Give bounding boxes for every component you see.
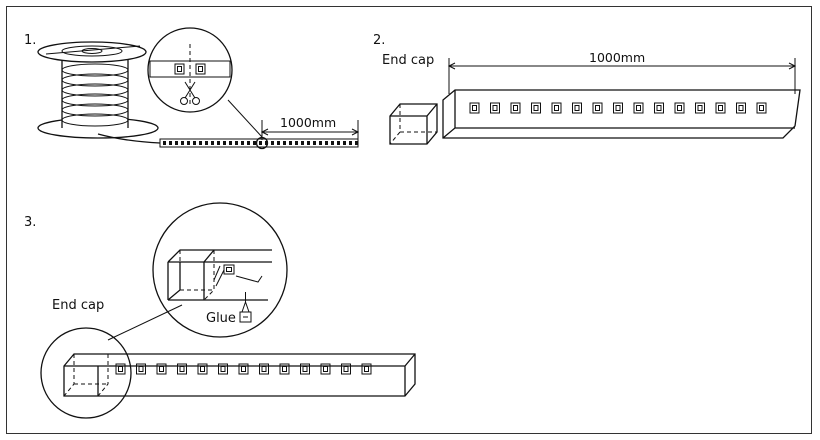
led-chip xyxy=(218,363,228,375)
led-chip xyxy=(633,102,644,114)
strip-dot xyxy=(199,141,202,145)
led-chip xyxy=(156,363,167,375)
strip-dot xyxy=(175,141,178,145)
end-cap-label: End cap xyxy=(382,53,434,68)
assembled-profile xyxy=(63,353,416,397)
step-1-dimension: 1000mm xyxy=(260,115,360,140)
strip-dot xyxy=(265,141,268,145)
strip-dot xyxy=(187,141,190,145)
led-chip xyxy=(238,363,249,375)
cap-highlight-circle xyxy=(40,327,132,419)
strip-dot xyxy=(235,141,238,145)
strip-dot xyxy=(193,141,196,145)
led-chip xyxy=(136,363,146,375)
strip-dot xyxy=(289,141,292,145)
glue-label: Glue xyxy=(206,311,236,326)
led-chip xyxy=(551,102,562,114)
strip-dot xyxy=(331,141,334,145)
led-chip xyxy=(572,102,582,114)
step-2-dimension: 1000mm xyxy=(447,50,797,94)
strip-dot xyxy=(211,141,214,145)
led-chip xyxy=(715,102,726,114)
strip-dot xyxy=(169,141,172,145)
strip-dot xyxy=(229,141,232,145)
profile-leds xyxy=(469,102,767,114)
led-chip xyxy=(341,363,351,375)
strip-dot xyxy=(277,141,280,145)
strip-dot xyxy=(337,141,340,145)
reel-top-flange xyxy=(37,41,147,63)
led-chip xyxy=(320,363,331,375)
led-chip xyxy=(613,102,623,114)
strip-lead xyxy=(97,133,161,144)
cut-detail-zoom xyxy=(147,27,233,113)
strip-dot xyxy=(307,141,310,145)
strip-dot xyxy=(223,141,226,145)
strip-dot xyxy=(313,141,316,145)
strip-dot xyxy=(325,141,328,145)
led-chip xyxy=(259,363,269,375)
reel-coil-sides xyxy=(61,60,129,128)
profile-leds xyxy=(115,363,372,375)
strip-dot xyxy=(295,141,298,145)
led-chip xyxy=(654,102,664,114)
led-chip xyxy=(177,363,187,375)
strip-dot xyxy=(319,141,322,145)
zoom-leader-line xyxy=(227,99,263,138)
glue-bottle-icon xyxy=(239,292,252,323)
led-chip xyxy=(736,102,746,114)
led-chip xyxy=(300,363,310,375)
strip-dot xyxy=(217,141,220,145)
step-3-number: 3. xyxy=(24,215,36,230)
diagram-frame xyxy=(6,6,812,434)
end-cap-label: End cap xyxy=(52,298,104,313)
zoom-leader-line xyxy=(107,304,183,341)
strip-dot xyxy=(355,141,358,145)
dimension-label: 1000mm xyxy=(280,115,336,130)
end-cap xyxy=(63,354,109,397)
step-3: 3. End cap xyxy=(24,202,416,419)
led-strip-reel xyxy=(37,41,159,139)
step-1: 1. xyxy=(24,27,360,150)
led-chip xyxy=(197,363,208,375)
step-1-number: 1. xyxy=(24,33,36,48)
step-2-number: 2. xyxy=(373,33,385,48)
strip-dot xyxy=(181,141,184,145)
dimension-label: 1000mm xyxy=(589,50,645,65)
led-chip xyxy=(756,102,767,114)
strip-dot xyxy=(241,141,244,145)
strip-dot xyxy=(163,141,166,145)
led-chip xyxy=(490,102,500,114)
led-chip xyxy=(361,363,372,375)
led-chip xyxy=(531,102,541,114)
strip-dot xyxy=(205,141,208,145)
led-chip xyxy=(510,102,521,114)
aluminium-profile xyxy=(442,89,801,139)
led-chip xyxy=(674,102,685,114)
strip-dot xyxy=(271,141,274,145)
strip-dot xyxy=(343,141,346,145)
led-chip xyxy=(279,363,290,375)
strip-dot xyxy=(259,141,262,145)
led-chip xyxy=(469,102,480,114)
strip-dot xyxy=(253,141,256,145)
scissors-icon xyxy=(180,81,200,105)
step-2: 2. End cap 1000mm xyxy=(373,33,801,145)
led-chip xyxy=(115,363,126,375)
end-cap xyxy=(389,103,438,145)
glue-detail-zoom: Glue xyxy=(152,202,288,338)
led-chip xyxy=(592,102,603,114)
led-chip xyxy=(695,102,705,114)
strip-dot xyxy=(247,141,250,145)
strip-dot xyxy=(301,141,304,145)
strip-dot xyxy=(283,141,286,145)
strip-dot xyxy=(349,141,352,145)
strip-led-dots xyxy=(163,141,358,145)
